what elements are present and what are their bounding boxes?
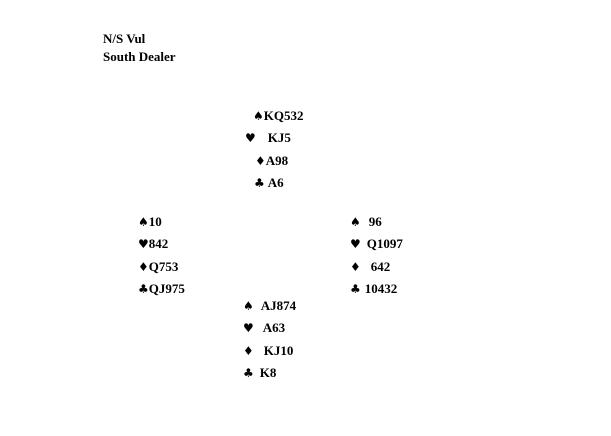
club-icon: ♣ bbox=[254, 175, 265, 190]
west-hearts-cards: 842 bbox=[148, 236, 169, 252]
spade-icon: ♠ bbox=[243, 299, 254, 313]
north-diamonds-row: ♦A98 bbox=[243, 150, 304, 172]
club-icon: ♣ bbox=[350, 281, 361, 296]
west-hearts-row: ♥842 bbox=[138, 233, 185, 255]
west-diamonds-row: ♦Q753 bbox=[138, 256, 185, 278]
south-diamonds-row: ♦ KJ10 bbox=[243, 340, 296, 362]
north-clubs-cards: A6 bbox=[267, 174, 284, 190]
north-spades-cards: KQ532 bbox=[263, 108, 304, 123]
south-spades-row: ♠ AJ874 bbox=[243, 295, 296, 317]
club-icon: ♣ bbox=[138, 281, 149, 296]
south-diamonds-cards: KJ10 bbox=[263, 342, 294, 358]
deal-header: N/S Vul South Dealer bbox=[103, 30, 176, 66]
west-spades-cards: 10 bbox=[148, 214, 162, 229]
east-spades-cards: 96 bbox=[368, 214, 382, 229]
east-clubs-cards: 10432 bbox=[364, 280, 398, 296]
north-clubs-row: ♣A6 bbox=[243, 172, 304, 194]
club-icon: ♣ bbox=[243, 365, 254, 380]
south-hearts-cards: A63 bbox=[262, 320, 286, 336]
east-clubs-row: ♣10432 bbox=[350, 278, 403, 300]
east-diamonds-cards: 642 bbox=[370, 258, 391, 274]
west-clubs-row: ♣QJ975 bbox=[138, 278, 185, 300]
south-hearts-row: ♥ A63 bbox=[243, 317, 296, 339]
diamond-icon: ♦ bbox=[350, 259, 361, 274]
north-hearts-cards: KJ5 bbox=[267, 130, 291, 146]
east-hearts-cards: Q1097 bbox=[366, 236, 403, 252]
east-hand: ♠ 96 ♥ Q1097 ♦ 642 ♣10432 bbox=[350, 211, 403, 300]
south-clubs-row: ♣ K8 bbox=[243, 362, 296, 384]
heart-icon: ♥ bbox=[350, 237, 361, 252]
east-diamonds-row: ♦ 642 bbox=[350, 256, 403, 278]
west-diamonds-cards: Q753 bbox=[148, 258, 179, 274]
spade-icon: ♠ bbox=[138, 215, 149, 229]
south-spades-cards: AJ874 bbox=[260, 298, 297, 313]
spade-icon: ♠ bbox=[253, 109, 264, 123]
east-hearts-row: ♥ Q1097 bbox=[350, 233, 403, 255]
dealer-label: South Dealer bbox=[103, 49, 176, 64]
south-hand: ♠ AJ874 ♥ A63 ♦ KJ10 ♣ K8 bbox=[243, 295, 296, 384]
north-hearts-row: ♥ KJ5 bbox=[243, 127, 304, 149]
north-spades-row: ♠KQ532 bbox=[243, 105, 304, 127]
spade-icon: ♠ bbox=[350, 215, 361, 229]
west-spades-row: ♠10 bbox=[138, 211, 185, 233]
north-diamonds-cards: A98 bbox=[265, 152, 289, 168]
vulnerability-label: N/S Vul bbox=[103, 31, 146, 46]
north-hand: ♠KQ532 ♥ KJ5 ♦A98 ♣A6 bbox=[243, 105, 304, 194]
heart-icon: ♥ bbox=[243, 321, 254, 336]
diamond-icon: ♦ bbox=[243, 343, 254, 358]
diamond-icon: ♦ bbox=[138, 259, 149, 274]
south-clubs-cards: K8 bbox=[259, 364, 277, 380]
diamond-icon: ♦ bbox=[255, 153, 266, 168]
heart-icon: ♥ bbox=[138, 237, 149, 252]
east-spades-row: ♠ 96 bbox=[350, 211, 403, 233]
west-hand: ♠10 ♥842 ♦Q753 ♣QJ975 bbox=[138, 211, 185, 300]
heart-icon: ♥ bbox=[245, 131, 256, 146]
west-clubs-cards: QJ975 bbox=[148, 280, 185, 296]
